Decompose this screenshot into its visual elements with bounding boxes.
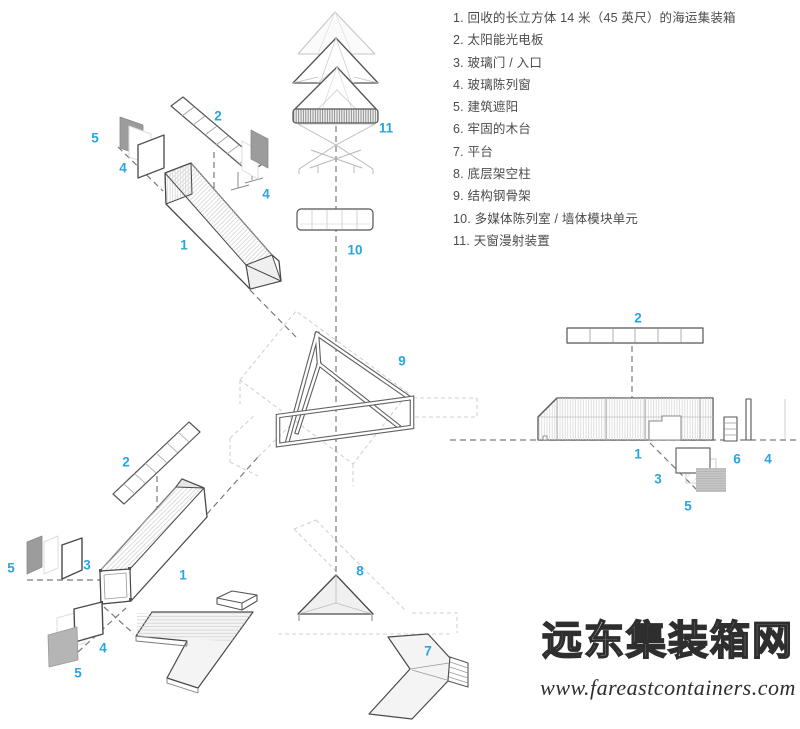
container-group-top-left (119, 96, 282, 290)
legend-item: 11. 天窗漫射装置 (453, 233, 550, 248)
part-number-label: 2 (214, 108, 222, 124)
part-number-label: 2 (122, 454, 130, 470)
glass-display-window (137, 134, 165, 179)
part-number-label: 4 (99, 640, 107, 656)
shipping-container-elevation (537, 397, 714, 441)
part-number-label: 3 (654, 471, 662, 487)
legend-item: 10. 多媒体陈列室 / 墙体模块单元 (453, 211, 639, 226)
legend-item: 3. 玻璃门 / 入口 (453, 55, 543, 70)
solar-panel-strip (112, 421, 201, 505)
legend-item: 9. 结构钢骨架 (453, 189, 531, 204)
shipping-container (99, 478, 208, 605)
part-number-label: 7 (424, 643, 432, 659)
pilotis-column (297, 574, 374, 621)
container-group-bottom-left (26, 421, 208, 668)
part-number-label: 4 (262, 186, 270, 202)
shade-panel (47, 626, 79, 668)
part-number-label: 9 (398, 353, 406, 369)
platform-right (368, 633, 469, 720)
small-box (216, 590, 258, 611)
legend-item: 1. 回收的长立方体 14 米（45 英尺）的海运集装箱 (453, 11, 736, 25)
part-number-label: 2 (634, 310, 642, 326)
legend-item: 4. 玻璃陈列窗 (453, 77, 531, 92)
container-group-right (537, 327, 752, 492)
glass-door (61, 537, 83, 580)
platform-left (135, 590, 258, 694)
shipping-container (164, 162, 282, 290)
glass-display-window-dark (250, 129, 269, 169)
legend: 1. 回收的长立方体 14 米（45 英尺）的海运集装箱 2. 太阳能光电板 3… (453, 7, 798, 252)
diffuser-legs (298, 144, 374, 174)
part-number-label: 4 (119, 160, 127, 176)
legend-item: 7. 平台 (453, 144, 493, 159)
legend-item: 2. 太阳能光电板 (453, 33, 544, 48)
part-number-label: 4 (764, 451, 772, 467)
watermark-url: www.fareastcontainers.com (540, 675, 796, 700)
platform-slab (368, 633, 451, 720)
watermark: 远东集装箱网 www.fareastcontainers.com (536, 612, 800, 701)
watermark-title-graphic: 远东集装箱网 (541, 618, 794, 664)
part-number-label: 1 (180, 237, 188, 253)
glass-display-window (745, 398, 752, 441)
part-number-label: 5 (7, 560, 15, 576)
part-number-label: 8 (356, 563, 364, 579)
ghost-outlines (229, 310, 786, 635)
door-opening (648, 415, 682, 441)
shade-panel (26, 535, 43, 575)
watermark-title: 远东集装箱网 (542, 619, 794, 663)
part-number-label: 5 (74, 665, 82, 681)
media-wall-panel (296, 208, 374, 231)
part-number-label: 3 (83, 557, 91, 573)
platform-steps (447, 656, 469, 688)
part-number-label: 6 (733, 451, 741, 467)
skylight-diffuser (292, 11, 379, 174)
legend-item: 5. 建筑遮阳 (453, 100, 519, 115)
part-number-label: 5 (91, 130, 99, 146)
legend-item: 6. 牢固的木台 (453, 122, 531, 137)
part-number-label: 11 (378, 120, 394, 136)
part-number-label: 1 (634, 446, 642, 462)
part-number-label: 5 (684, 498, 692, 514)
legend-item: 8. 底层架空柱 (453, 167, 531, 182)
part-number-label: 1 (179, 567, 187, 583)
part-number-label: 10 (347, 242, 363, 258)
glass-display-window (73, 601, 104, 643)
steel-frame (275, 330, 415, 448)
